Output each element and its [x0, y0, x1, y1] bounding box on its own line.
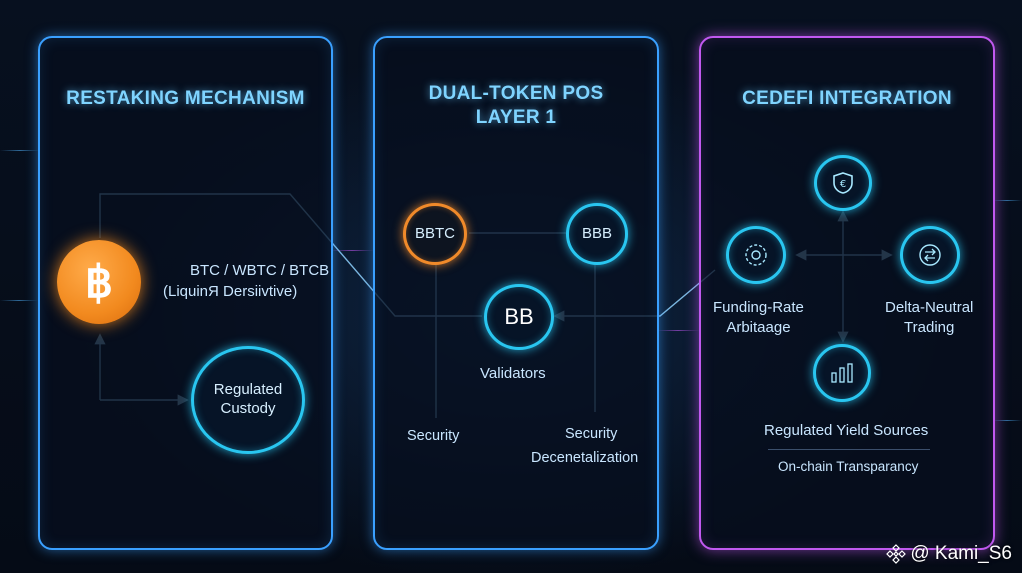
bg-streak: [992, 420, 1022, 421]
swap-icon: [919, 244, 941, 266]
bbtc-node: BBTC: [403, 203, 467, 265]
arbitrage-node: [726, 226, 786, 284]
panel-cedefi: CEDEFI INTEGRATION: [699, 36, 995, 550]
panel-title: RESTAKING MECHANISM: [66, 88, 305, 109]
validators-label: Validators: [480, 365, 546, 382]
shield-icon: €: [833, 172, 853, 194]
decentralization-label: Decenetalization: [531, 450, 639, 466]
token-sublabel: (LiquinЯ Dersiivtive): [163, 283, 298, 300]
arbitrage-label: Funding-Rate Arbitaage: [713, 298, 804, 337]
shield-node: €: [814, 155, 872, 211]
title-line-2: LAYER 1: [475, 106, 557, 128]
divider: [768, 449, 930, 450]
watermark-text: @ Kami_S6: [910, 543, 1012, 564]
bitcoin-symbol: ฿: [85, 257, 113, 307]
yield-label: Regulated Yield Sources: [764, 422, 929, 439]
security-label-right: Security: [565, 426, 618, 442]
transparency-label: On-chain Transparancy: [778, 459, 919, 474]
yield-node: [813, 344, 871, 402]
regulated-custody-node: Regulated Custody: [191, 346, 305, 454]
arbitrage-label-line-2: Arbitaage: [726, 318, 791, 336]
bbb-label: BBB: [581, 224, 612, 242]
bg-streak: [0, 150, 40, 151]
delta-label-line-1: Delta-Neutral: [885, 299, 974, 316]
custody-label: Regulated Custody: [213, 381, 283, 417]
delta-label: Delta-Neutral Trading: [885, 298, 973, 337]
bb-label: BB: [504, 304, 534, 329]
bbtc-label: BBTC: [414, 224, 455, 242]
bg-streak: [992, 200, 1022, 201]
delta-node: [900, 226, 960, 284]
bg-streak: [656, 330, 700, 331]
bitcoin-icon: ฿: [57, 240, 141, 324]
title-line-1: DUAL-TOKEN POS: [428, 83, 604, 104]
chart-icon: [831, 363, 853, 383]
binance-logo-icon: [886, 544, 907, 564]
bg-streak: [330, 250, 374, 251]
delta-label-line-2: Trading: [904, 318, 955, 336]
token-label: BTC / WBTC / BTCB: [190, 262, 330, 279]
watermark: @ Kami_S6: [886, 543, 1012, 565]
globe-icon: [745, 244, 767, 266]
panel-title: DUAL-TOKEN POS LAYER 1: [375, 82, 657, 130]
arbitrage-label-line-1: Funding-Rate: [713, 299, 804, 316]
bbb-node: BBB: [566, 203, 628, 265]
svg-text:€: €: [840, 179, 846, 190]
security-label-left: Security: [407, 428, 460, 444]
bb-node: BB: [484, 284, 554, 350]
bg-streak: [0, 300, 38, 301]
panel-title: CEDEFI INTEGRATION: [742, 88, 952, 109]
